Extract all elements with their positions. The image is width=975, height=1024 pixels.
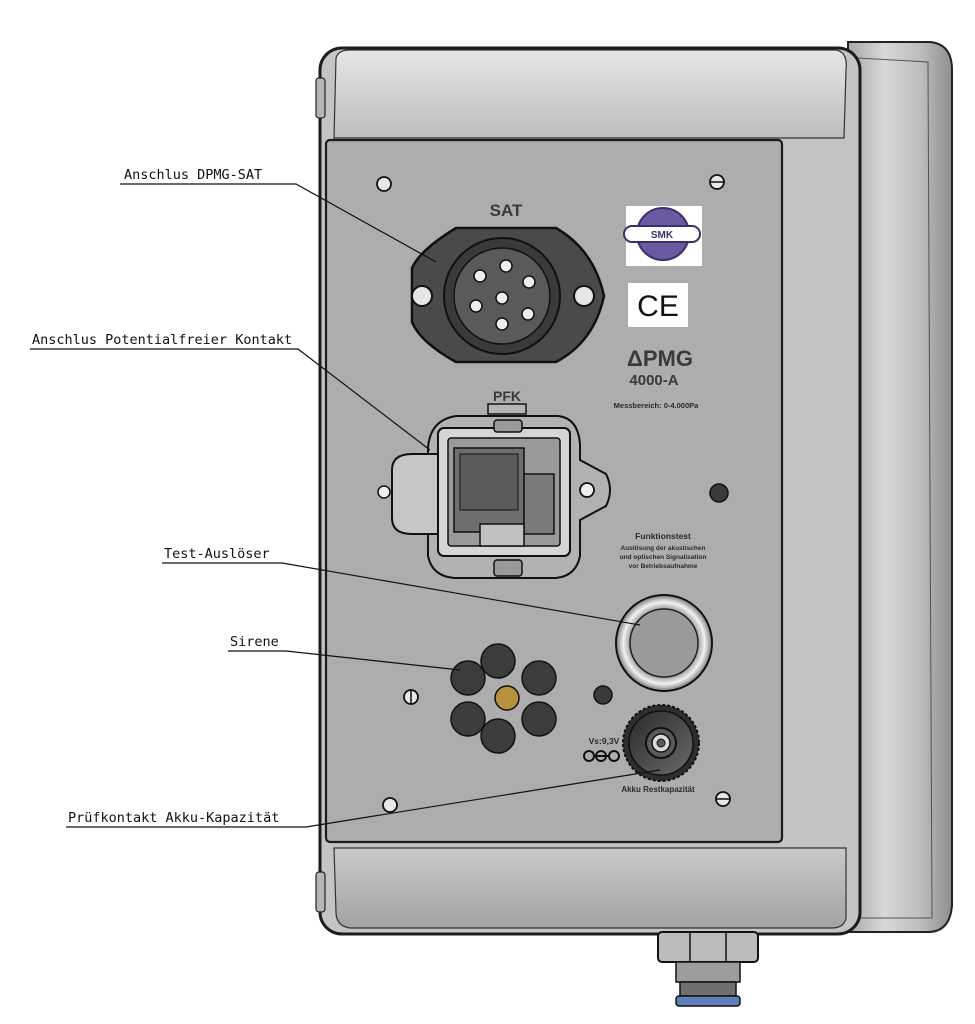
function-line-2: und optischen Signalisation (620, 554, 707, 561)
lamp-indicator (593, 685, 613, 705)
measuring-range: Messbereich: 0-4.000Pa (614, 401, 699, 410)
battery-label: Akku Restkapazität (621, 785, 695, 794)
cable-fitting (657, 931, 759, 1007)
battery-test-knob[interactable] (622, 704, 700, 782)
svg-text:Vs:9,3V: Vs:9,3V (589, 736, 620, 746)
sat-connector: SAT (410, 201, 606, 364)
model-name: ΔPMG (627, 346, 693, 371)
callout-test-trigger: Test-Auslöser (164, 546, 270, 562)
smk-logo: SMK (623, 206, 702, 266)
siren-center (494, 685, 520, 711)
test-button[interactable] (615, 594, 713, 692)
ce-mark: CE (628, 283, 688, 327)
panel-screws (376, 174, 731, 813)
function-line-1: Auslösung der akustischen (621, 545, 706, 552)
function-test-text: Funktionstest Auslösung der akustischen … (620, 531, 707, 570)
voltage-label: Vs:9,3V (583, 736, 620, 762)
svg-text:SMK: SMK (651, 230, 674, 241)
pfk-label: PFK (493, 388, 521, 404)
indicator-dot (709, 483, 729, 503)
svg-text:CE: CE (637, 290, 679, 323)
model-number: 4000-A (629, 372, 678, 389)
model-label: ΔPMG 4000-A Messbereich: 0-4.000Pa (614, 346, 699, 410)
callout-pfk: Anschlus Potentialfreier Kontakt (32, 332, 292, 348)
callout-dpmg-sat: Anschlus DPMG-SAT (124, 167, 262, 183)
function-title: Funktionstest (635, 531, 691, 541)
siren-grille (450, 643, 557, 754)
callout-lines (30, 183, 661, 828)
callout-siren: Sirene (230, 634, 279, 650)
sat-label: SAT (490, 201, 523, 220)
pfk-connector: PFK (377, 388, 611, 579)
function-line-3: vor Betriebsaufnahme (629, 563, 698, 570)
callout-battery-test: Prüfkontakt Akku-Kapazität (68, 810, 279, 826)
